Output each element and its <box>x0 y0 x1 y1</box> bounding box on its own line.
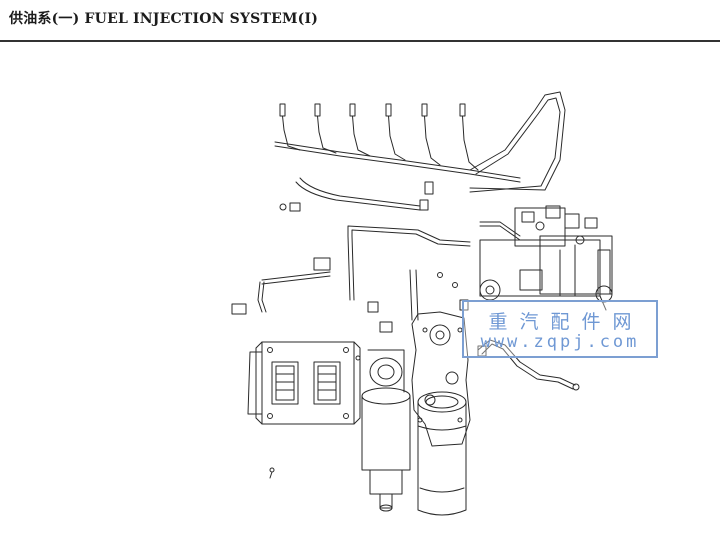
injector-pipe <box>314 103 337 154</box>
fuel-pipes <box>231 221 521 333</box>
page-title: 供油系(一) FUEL INJECTION SYSTEM(I) <box>9 11 319 27</box>
return-pipe <box>477 339 580 391</box>
injector-pipe <box>459 103 479 171</box>
header-rule <box>0 40 720 42</box>
injector-pipe <box>279 103 301 151</box>
watermark-badge: 重汽配件网 www.zqpj.com <box>462 300 658 358</box>
watermark-url: www.zqpj.com <box>480 332 640 352</box>
fuel-filter-right <box>417 391 467 516</box>
injector-pipe <box>385 103 406 161</box>
injector-pipe <box>421 103 441 166</box>
electronic-control-unit <box>247 341 361 479</box>
high-pressure-lines <box>274 91 566 212</box>
fuel-filter-left <box>361 349 411 512</box>
watermark-brand-text: 重汽配件网 <box>488 311 644 333</box>
injector-pipe-group <box>279 103 479 171</box>
injector-pipe <box>349 103 371 157</box>
